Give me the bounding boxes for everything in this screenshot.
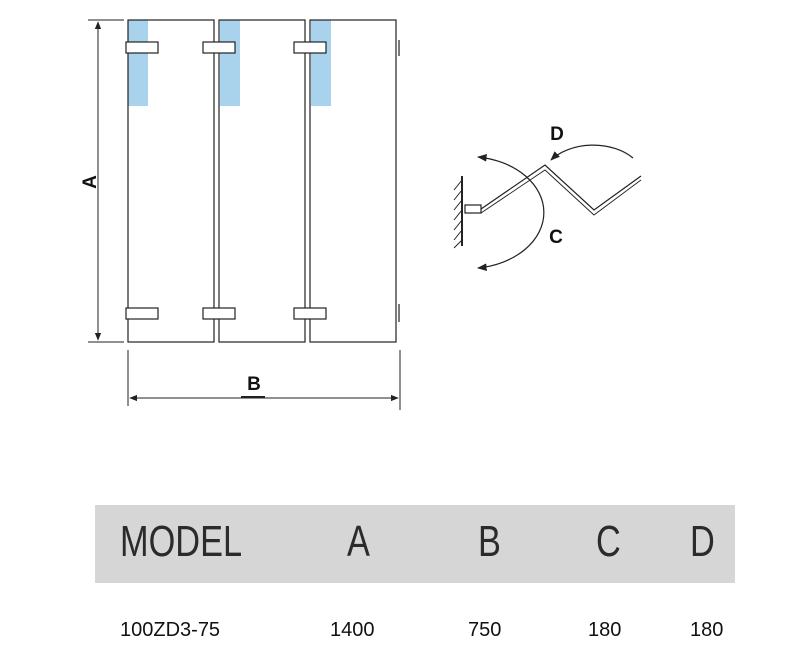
- header-a: A: [347, 517, 370, 566]
- hinge-top-3: [293, 41, 327, 54]
- panel-1-tint: [128, 20, 148, 106]
- panel-3-tint: [311, 20, 331, 106]
- cell-b: 750: [468, 619, 502, 641]
- header-model: MODEL: [120, 517, 243, 566]
- spec-table-header-band: [95, 505, 735, 583]
- dimension-b: [127, 350, 401, 410]
- dimension-c-label: C: [549, 227, 563, 248]
- dimension-b-label: B: [247, 374, 261, 395]
- wall-bracket: [464, 204, 482, 214]
- glass-panel-3: [309, 19, 397, 343]
- dimension-a-label: A: [80, 175, 101, 189]
- hinge-top-2: [202, 41, 236, 54]
- header-d: D: [690, 517, 715, 566]
- hinge-bottom-1: [125, 307, 159, 320]
- hinge-bottom-2: [202, 307, 236, 320]
- cell-d: 180: [690, 619, 724, 641]
- plan-view: [453, 144, 642, 271]
- folded-panels: [480, 164, 642, 211]
- glass-panel-2: [218, 19, 306, 343]
- wall-hatch: [453, 179, 463, 249]
- front-view: [125, 19, 400, 343]
- dimension-a: [88, 19, 124, 343]
- header-c: C: [596, 517, 621, 566]
- hinge-bottom-3: [293, 307, 327, 320]
- swing-arc-d: [550, 144, 634, 161]
- cell-a: 1400: [330, 619, 375, 641]
- panel-2-tint: [220, 20, 240, 106]
- glass-panel-1: [127, 19, 215, 343]
- swing-arc-c: [477, 154, 545, 271]
- cell-c: 180: [588, 619, 622, 641]
- header-b: B: [478, 517, 501, 566]
- hinge-top-1: [125, 41, 159, 54]
- dimension-d-label: D: [550, 124, 564, 145]
- cell-model: 100ZD3-75: [120, 619, 221, 641]
- shower-screen-diagram: A B C D: [80, 19, 642, 410]
